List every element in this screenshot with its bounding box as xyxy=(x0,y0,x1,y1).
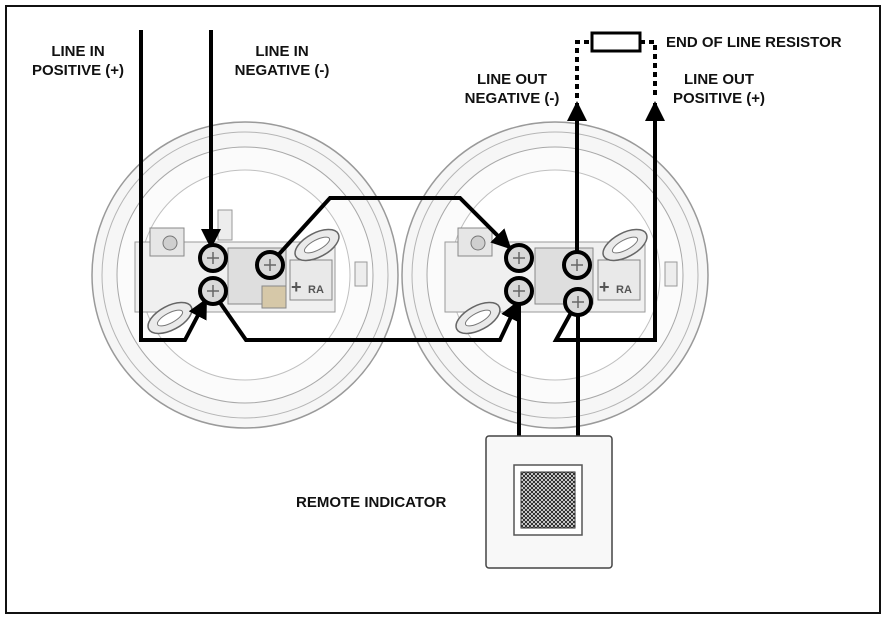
diagram-frame xyxy=(5,5,881,614)
remote-indicator-grille xyxy=(520,471,576,529)
label-line-in-negative-line1: LINE IN xyxy=(255,43,309,60)
end-of-line-resistor xyxy=(590,31,642,53)
resistor-lead-left xyxy=(575,40,592,98)
ra-mark-left: RA xyxy=(308,284,324,296)
remote-indicator-unit xyxy=(485,435,613,569)
wire-line-in-positive xyxy=(139,30,208,342)
label-line-out-negative: LINE OUT NEGATIVE (-) xyxy=(452,70,572,108)
ra-mark-right: RA xyxy=(616,284,632,296)
label-line-out-positive-line1: LINE OUT xyxy=(684,71,754,88)
resistor-leads xyxy=(575,40,657,98)
plus-mark-right: + xyxy=(599,277,610,297)
wire-interconnect-negative xyxy=(269,196,512,265)
detector-base-right: + RA xyxy=(401,121,709,429)
label-line-out-negative-line1: LINE OUT xyxy=(477,71,547,88)
wire-interconnect-positive xyxy=(212,292,520,342)
label-line-in-negative-line2: NEGATIVE (-) xyxy=(234,62,330,79)
label-remote-indicator: REMOTE INDICATOR xyxy=(296,494,447,511)
detector-base-left: + RA xyxy=(91,121,399,429)
resistor-lead-right xyxy=(640,40,657,98)
wires xyxy=(139,30,665,436)
label-line-in-positive: LINE IN POSITIVE (+) xyxy=(22,42,134,80)
label-line-out-negative-line2: NEGATIVE (-) xyxy=(464,90,560,107)
plus-mark-left: + xyxy=(291,277,302,297)
label-line-in-positive-line2: POSITIVE (+) xyxy=(31,62,125,79)
label-line-in-negative: LINE IN NEGATIVE (-) xyxy=(222,42,342,80)
wire-line-out-positive xyxy=(552,101,665,342)
label-line-out-positive-line2: POSITIVE (+) xyxy=(672,90,766,107)
label-line-in-positive-line1: LINE IN xyxy=(51,43,105,60)
label-end-of-line-resistor: END OF LINE RESISTOR xyxy=(666,34,842,51)
label-line-out-positive: LINE OUT POSITIVE (+) xyxy=(660,70,778,108)
